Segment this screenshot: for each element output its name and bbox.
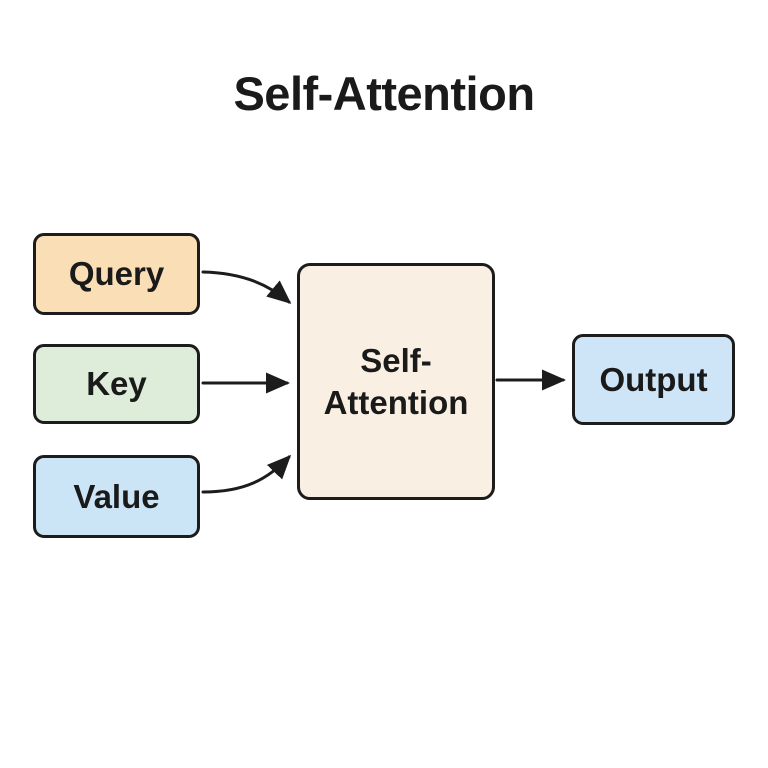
node-output-label: Output — [599, 360, 708, 398]
node-value: Value — [33, 455, 200, 538]
node-self-attention: Self- Attention — [297, 263, 495, 500]
edge-value-to-attention — [201, 454, 292, 494]
node-value-label: Value — [73, 477, 160, 515]
node-key: Key — [33, 344, 200, 424]
node-self-attention-label-line2: Attention — [323, 383, 469, 421]
node-output: Output — [572, 334, 735, 425]
node-key-label: Key — [86, 365, 147, 403]
page-title: Self-Attention — [233, 67, 535, 120]
edge-query-to-attention — [201, 270, 292, 304]
node-query-label: Query — [68, 255, 165, 293]
node-query: Query — [33, 233, 200, 315]
node-self-attention-label-line1: Self- — [360, 342, 432, 380]
node-self-attention-label: Self- Attention — [324, 340, 469, 423]
